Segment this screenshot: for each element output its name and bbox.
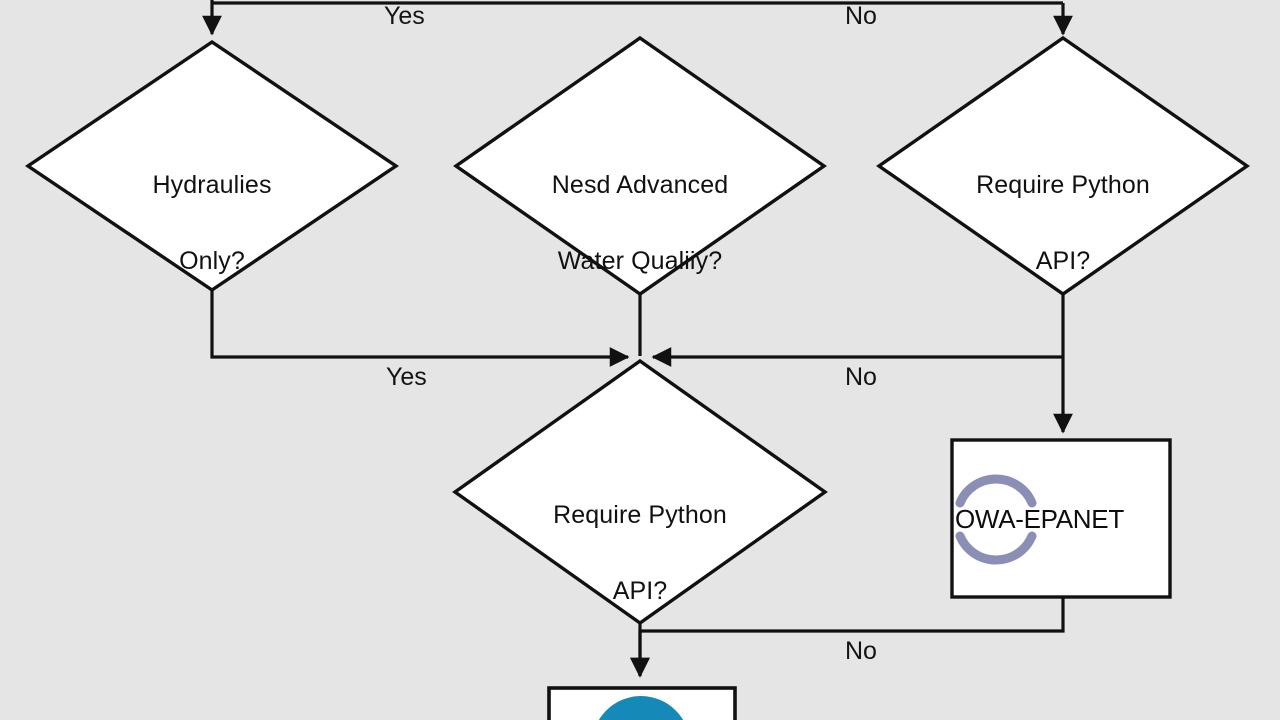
split-circle-icon bbox=[955, 474, 1037, 565]
edge-hydraulics-yes-to-hub bbox=[210, 290, 630, 367]
node-hydraulics-only[interactable] bbox=[24, 39, 400, 293]
edge-label-yes-top: Yes bbox=[384, 2, 425, 30]
node-require-python-api-bottom[interactable] bbox=[452, 358, 828, 626]
edge-label-no-top: No bbox=[845, 2, 877, 30]
edge-label-no-middle: No bbox=[845, 363, 877, 391]
edge-python-api-no-to-hub bbox=[651, 294, 1065, 367]
edge-top-yes bbox=[202, 0, 1063, 36]
node-need-advanced-water-quality[interactable] bbox=[453, 35, 827, 297]
edge-label-yes-middle: Yes bbox=[386, 363, 427, 391]
node-label-owa-epanet: OWA-EPANET bbox=[955, 504, 1124, 534]
node-owa-epanet[interactable] bbox=[950, 438, 1172, 599]
blue-circle-icon bbox=[598, 696, 684, 720]
edge-label-no-bottom: No bbox=[845, 637, 877, 665]
node-require-python-api-top[interactable] bbox=[876, 35, 1250, 297]
